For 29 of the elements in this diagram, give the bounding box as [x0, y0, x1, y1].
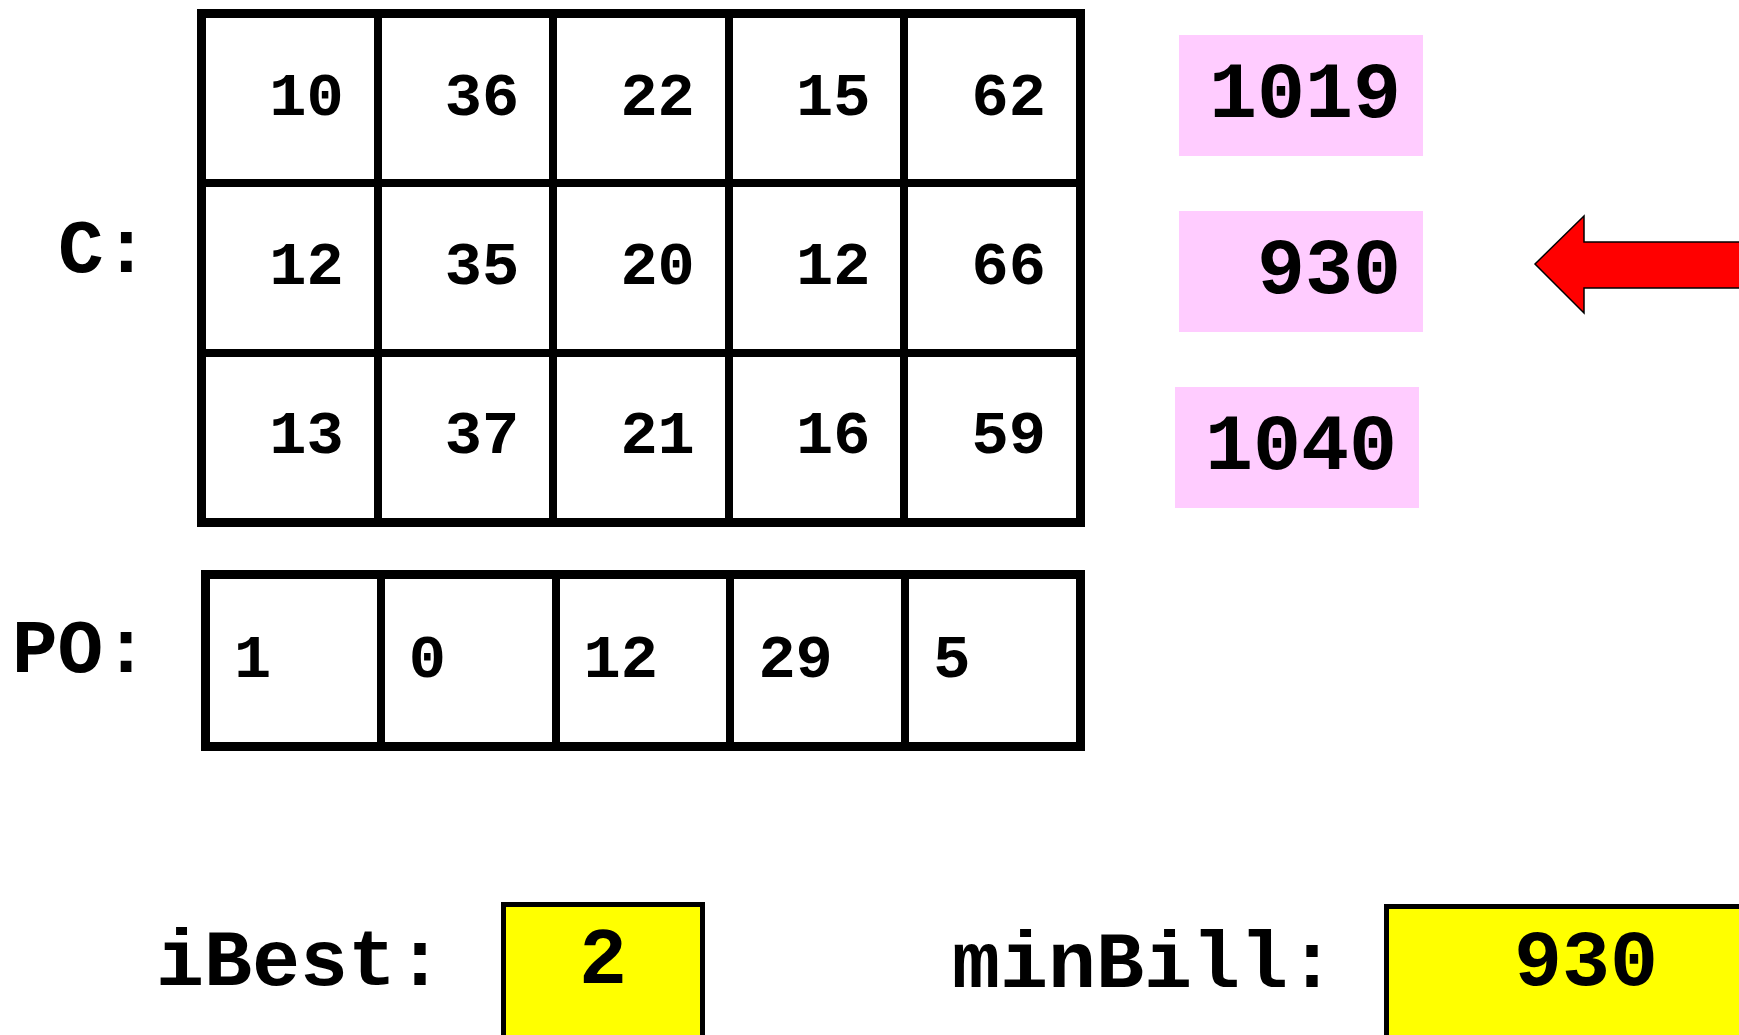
- row-total-box: 1040: [1175, 387, 1419, 508]
- grid-cell: 10: [202, 14, 378, 184]
- array-label: C:: [58, 214, 150, 290]
- grid-cell: 62: [904, 14, 1080, 184]
- grid-cell: 20: [553, 183, 729, 353]
- grid-cell: 59: [904, 352, 1080, 522]
- grid-cell: 12: [728, 183, 905, 353]
- grid-cell: 15: [728, 14, 905, 184]
- grid-cell: 5: [905, 575, 1080, 746]
- row-total-box: 1019: [1179, 35, 1423, 156]
- variable-label: iBest:: [156, 924, 445, 1004]
- grid-cell: 0: [380, 575, 556, 746]
- grid-cell: 12: [202, 183, 378, 353]
- value-box: 930: [1384, 904, 1739, 1035]
- grid-cell: 36: [377, 14, 554, 184]
- grid-cell: 35: [377, 183, 554, 353]
- value-box: 2: [501, 902, 705, 1035]
- grid-cell: 13: [202, 352, 378, 522]
- grid-cell: 66: [904, 183, 1080, 353]
- grid-cell: 37: [377, 352, 554, 522]
- row-total-box: 930: [1179, 211, 1423, 332]
- grid-cell: 12: [555, 575, 731, 746]
- grid-cell: 22: [553, 14, 729, 184]
- grid-cell: 16: [728, 352, 905, 522]
- grid-cell: 1: [206, 575, 381, 746]
- grid-cell: 29: [730, 575, 906, 746]
- array-label: PO:: [12, 614, 149, 690]
- grid-cell: 21: [553, 352, 729, 522]
- variable-label: minBill:: [952, 926, 1337, 1006]
